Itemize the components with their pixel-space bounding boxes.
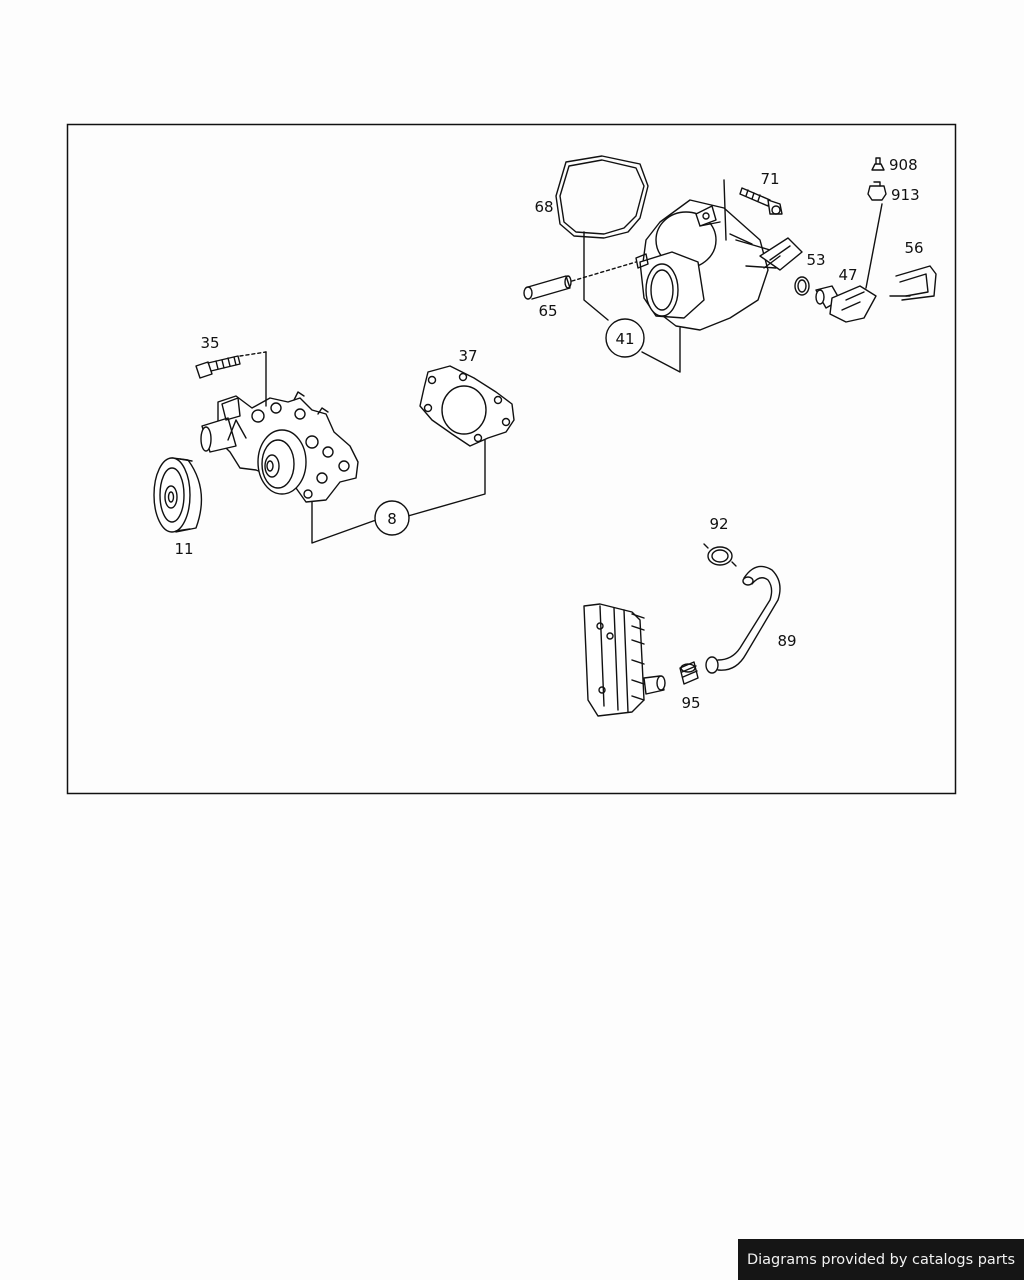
oil-cooler-part — [583, 603, 666, 717]
diagram-frame — [66, 123, 957, 795]
clamp-part-95 — [679, 661, 699, 685]
sensor-part-47 — [815, 285, 877, 323]
callout-circle-8 — [374, 500, 410, 536]
part-label-35: 35 — [200, 334, 219, 352]
gasket-part-37 — [419, 365, 515, 447]
part-label-11: 11 — [174, 540, 193, 558]
o-ring-part — [794, 276, 810, 296]
part-label-89: 89 — [777, 632, 796, 650]
part-label-37: 37 — [458, 347, 477, 365]
thermostat-housing-part — [635, 199, 777, 331]
symbol-908-icon — [871, 157, 885, 171]
clamp-part-92 — [703, 543, 737, 567]
part-label-913: 913 — [891, 186, 920, 204]
hose-part-89 — [705, 565, 781, 674]
part-label-65: 65 — [538, 302, 557, 320]
part-label-92: 92 — [709, 515, 728, 533]
sensor-housing-part — [759, 237, 803, 271]
pulley-part — [153, 457, 203, 533]
part-label-47: 47 — [838, 266, 857, 284]
water-pump-part — [200, 391, 359, 503]
leader-lines — [265, 231, 681, 544]
part-label-95: 95 — [681, 694, 700, 712]
symbol-913-icon — [867, 181, 887, 201]
part-label-53: 53 — [806, 251, 825, 269]
pin-part-65 — [523, 275, 572, 300]
clip-part-56 — [889, 265, 937, 301]
footer-credit-badge: Diagrams provided by catalogs parts — [738, 1239, 1024, 1280]
part-label-68: 68 — [534, 198, 553, 216]
part-label-8: 8 — [387, 510, 397, 528]
seal-part-68 — [555, 155, 649, 239]
part-label-908: 908 — [889, 156, 918, 174]
part-label-71: 71 — [760, 170, 779, 188]
part-label-56: 56 — [904, 239, 923, 257]
bolt-part-35 — [195, 355, 241, 379]
part-label-41: 41 — [615, 330, 634, 348]
bolt-part-71 — [739, 187, 783, 215]
callout-circle-41 — [605, 318, 645, 358]
